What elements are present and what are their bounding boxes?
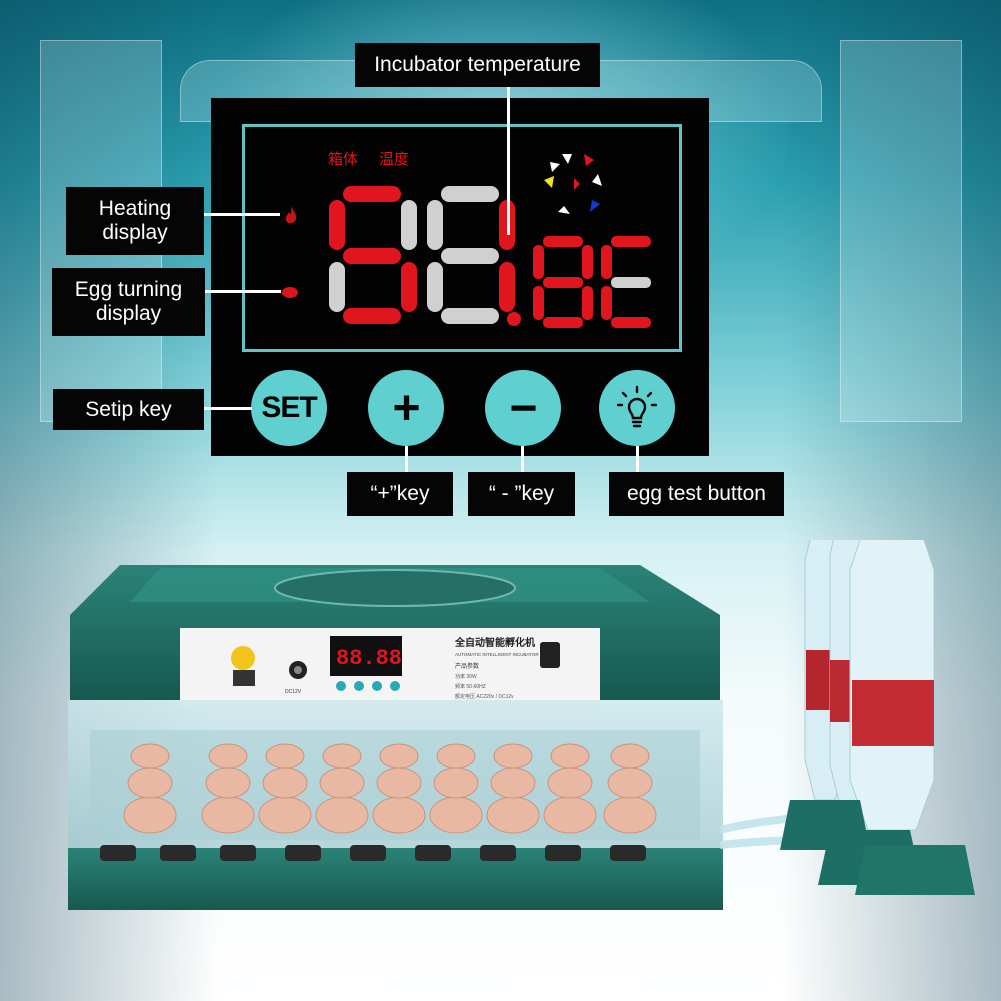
incubator-temperature-line [507, 87, 510, 235]
egg-test-key[interactable] [599, 370, 675, 446]
heating-display-label: Heating display [66, 187, 204, 255]
egg-test-line [636, 446, 639, 472]
digit-tens [329, 186, 417, 324]
lightbulb-icon [617, 385, 657, 428]
minus-key-callout: “ - ”key [468, 472, 575, 516]
egg-turning-text-2: display [95, 302, 162, 325]
device-spec-3: 额定电压 AC220v / DC12v [455, 693, 514, 700]
digit-hundredths [601, 236, 651, 328]
egg-turning-label: Egg turning display [52, 268, 205, 336]
egg-test-text: egg test button [627, 482, 766, 505]
egg-turning-line [205, 290, 281, 293]
setup-key-label: Setip key [53, 389, 204, 430]
plus-key-line [405, 446, 408, 472]
egg-turning-indicator [282, 287, 298, 298]
device-title-cn: 全自动智能孵化机 [454, 636, 535, 649]
set-key[interactable]: SET [251, 370, 327, 446]
decimal-point [507, 312, 521, 326]
cn-temperature-label: 温度 [379, 151, 410, 168]
temperature-digits [329, 186, 651, 328]
svg-text:88.88: 88.88 [336, 646, 402, 671]
setup-key-line [204, 407, 252, 410]
incubator-temperature-label: Incubator temperature [355, 43, 600, 87]
minus-key-line [521, 446, 524, 472]
heating-display-line [204, 213, 280, 216]
turning-wheel-icon [544, 154, 602, 214]
minus-key-label: − [509, 381, 537, 435]
heating-display-text-1: Heating [98, 197, 172, 220]
power-label: DC12V [285, 689, 302, 695]
device-spec-2: 频率 50-60HZ [455, 683, 486, 690]
digit-ones [427, 186, 515, 324]
background-pillar-right [840, 40, 962, 422]
egg-test-callout: egg test button [609, 472, 784, 516]
device-title-en: AUTOMATIC INTELLIGENT INCUBATOR [455, 652, 539, 657]
plus-key-text: “+”key [370, 482, 430, 505]
digit-tenths [533, 236, 593, 328]
plus-key[interactable]: + [368, 370, 444, 446]
plus-key-callout: “+”key [347, 472, 453, 516]
set-key-label: SET [261, 391, 317, 424]
incubator-illustration: 88.88 DC12V 全自动智能孵化机 AUTOMATIC INTELLIGE… [68, 540, 975, 910]
incubator-temperature-text: Incubator temperature [374, 53, 581, 76]
minus-key[interactable]: − [485, 370, 561, 446]
heating-display-text-2: display [102, 221, 168, 244]
egg-rows [123, 743, 657, 834]
device-spec-1: 功率 30W [455, 673, 477, 680]
heating-icon [285, 206, 297, 224]
display-screen [242, 124, 682, 352]
water-bottles [780, 540, 975, 895]
device-params: 产品参数 [455, 662, 479, 670]
egg-turning-text-1: Egg turning [74, 278, 183, 301]
setup-key-text: Setip key [85, 397, 172, 421]
cn-box-label: 箱体 [328, 151, 359, 168]
minus-key-text: “ - ”key [488, 482, 555, 505]
plus-key-label: + [392, 381, 420, 435]
